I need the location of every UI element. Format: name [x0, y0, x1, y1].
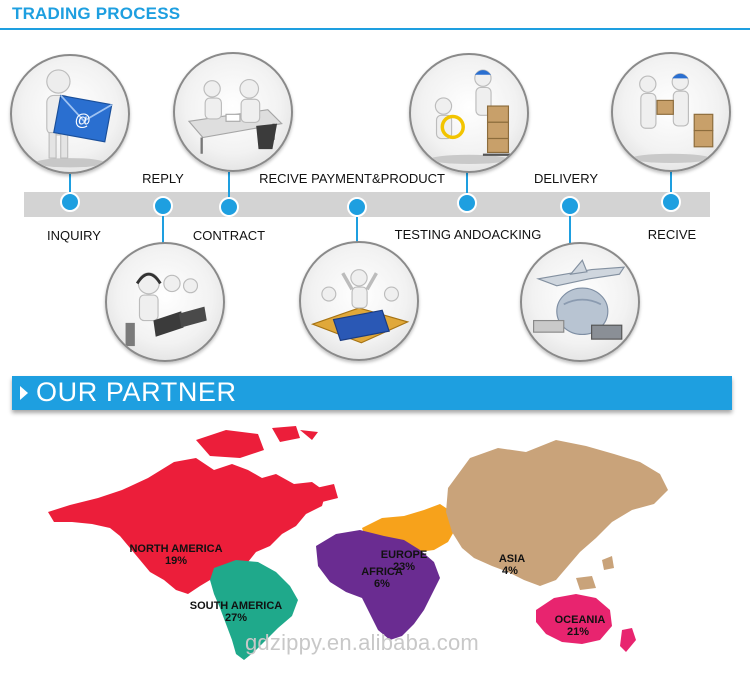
delivery-transport-illustration: [520, 242, 640, 362]
reply-call-center-illustration: [105, 242, 225, 362]
label-oceania: OCEANIA: [555, 614, 606, 626]
section-title: TRADING PROCESS: [12, 4, 181, 23]
step-label-delivery: DELIVERY: [533, 171, 599, 186]
receive-delivery-illustration: [611, 52, 731, 172]
share-africa: 6%: [374, 578, 390, 590]
label-asia: ASIA: [499, 553, 525, 565]
inquiry-email-illustration: @: [10, 54, 130, 174]
region-asia: [446, 440, 668, 586]
node-testing: [457, 193, 477, 213]
node-inquiry: [60, 192, 80, 212]
share-europe: 23%: [393, 561, 415, 573]
label-south-america: SOUTH AMERICA: [190, 600, 283, 612]
share-asia: 4%: [502, 565, 518, 577]
region-oceania-islands: [620, 628, 636, 652]
stem-payment: [356, 206, 358, 246]
step-label-payment: RECIVE PAYMENT&PRODUCT: [259, 171, 445, 186]
header-divider: [0, 28, 750, 30]
share-oceania: 21%: [567, 626, 589, 638]
stem-contract: [228, 172, 230, 206]
share-north-america: 19%: [165, 555, 187, 567]
stem-recive: [670, 168, 672, 202]
region-oceania: [536, 594, 612, 644]
step-label-inquiry: INQUIRY: [47, 228, 101, 243]
label-africa: AFRICA: [361, 566, 403, 578]
node-recive: [661, 192, 681, 212]
stem-reply: [162, 206, 164, 246]
label-europe: EUROPE: [381, 549, 427, 561]
step-label-reply: REPLY: [142, 171, 184, 186]
world-map-svg: NORTH AMERICA 19% SOUTH AMERICA 27% EURO…: [48, 426, 668, 660]
region-north-america-islands: [196, 426, 338, 502]
node-contract: [219, 197, 239, 217]
node-reply: [153, 196, 173, 216]
node-delivery: [560, 196, 580, 216]
region-south-america: [210, 560, 298, 660]
step-label-recive: RECIVE: [647, 227, 697, 242]
label-north-america: NORTH AMERICA: [129, 543, 222, 555]
region-africa: [316, 530, 440, 640]
step-label-contract: CONTRACT: [192, 228, 266, 243]
contract-meeting-illustration: [173, 52, 293, 172]
watermark: gdzippy.en.alibaba.com: [245, 630, 479, 655]
chevron-right-icon: [20, 386, 28, 400]
svg-text:@: @: [75, 112, 91, 130]
region-north-america: [48, 458, 326, 594]
testing-packing-illustration: [409, 53, 529, 173]
stem-inquiry: [69, 172, 71, 202]
region-greenland: [300, 430, 318, 440]
region-asia-islands: [576, 556, 614, 590]
stem-delivery: [569, 206, 571, 246]
step-label-testing: TESTING ANDOACKING: [394, 227, 542, 242]
partner-banner: OUR PARTNER: [12, 376, 732, 410]
partner-title: OUR PARTNER: [36, 377, 237, 407]
world-map: NORTH AMERICA 19% SOUTH AMERICA 27% EURO…: [0, 418, 750, 668]
stem-testing: [466, 172, 468, 202]
payment-puzzle-illustration: [299, 241, 419, 361]
node-payment: [347, 197, 367, 217]
share-south-america: 27%: [225, 612, 247, 624]
timeline-bar: [24, 192, 710, 217]
